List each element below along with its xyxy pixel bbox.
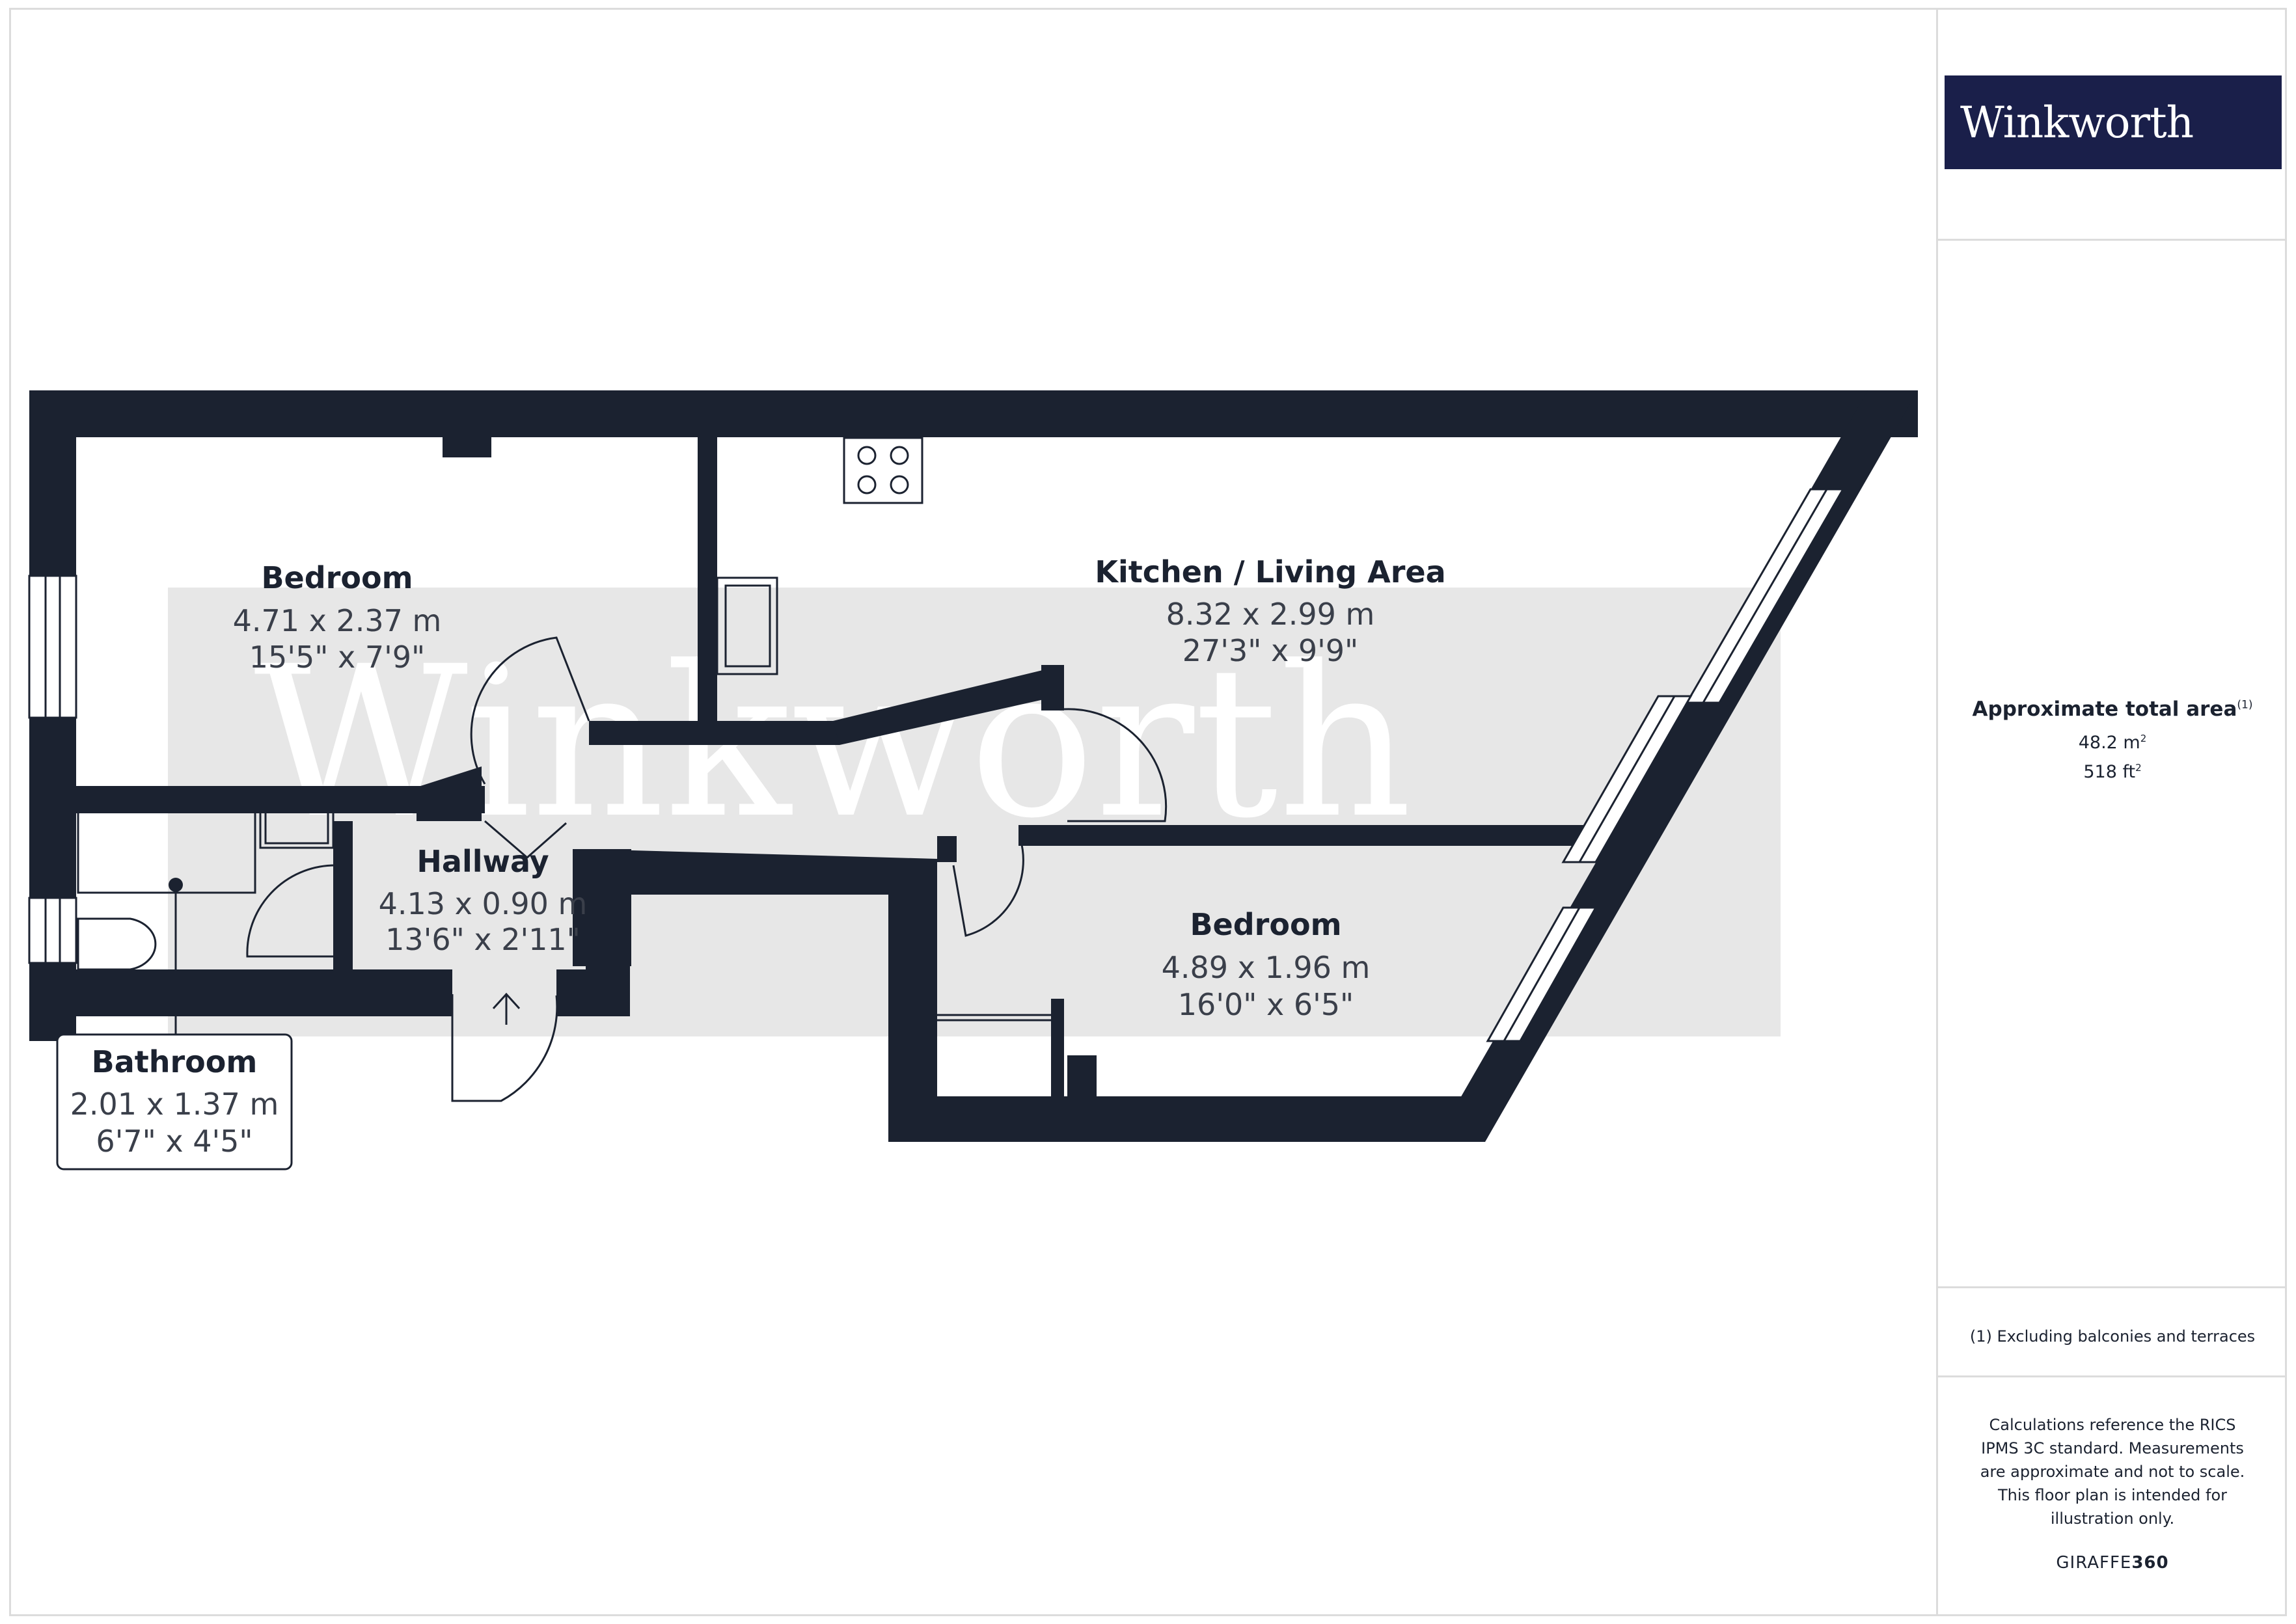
room-label-bathroom: Bathroom 2.01 x 1.37 m 6'7" x 4'5" <box>70 1044 279 1159</box>
diagonal-windows <box>1486 488 1845 1042</box>
svg-text:Bedroom: Bedroom <box>261 560 413 595</box>
svg-text:Bathroom: Bathroom <box>92 1044 258 1079</box>
divider <box>1938 1286 2287 1288</box>
software-brand: GIRAFFE360 <box>2056 1553 2169 1573</box>
svg-text:Kitchen / Living Area: Kitchen / Living Area <box>1095 554 1445 589</box>
logo-text: Winkworth <box>1960 97 2194 148</box>
area-footnote: (1) Excluding balconies and terraces <box>1969 1327 2256 1346</box>
left-windows <box>28 575 77 964</box>
room-label-bedroom-1: Bedroom 4.71 x 2.37 m 15'5" x 7'9" <box>233 560 442 675</box>
divider <box>1938 239 2287 241</box>
room-label-hallway: Hallway 4.13 x 0.90 m 13'6" x 2'11" <box>379 844 588 957</box>
bathroom-callout-box <box>56 1033 293 1171</box>
room-label-kitchen: Kitchen / Living Area 8.32 x 2.99 m 27'3… <box>1095 554 1445 668</box>
total-area-title: Approximate total area(1) <box>1972 697 2253 721</box>
svg-text:13'6" x 2'11": 13'6" x 2'11" <box>385 922 581 957</box>
page-frame <box>9 8 2287 1616</box>
disclaimer-text: Calculations reference the RICS IPMS 3C … <box>1980 1416 2245 1528</box>
agency-logo: Winkworth <box>1945 75 2282 169</box>
fixtures <box>77 437 1051 1022</box>
info-sidebar: Winkworth Approximate total area(1) 48.2… <box>1936 8 2287 1616</box>
svg-text:15'5" x 7'9": 15'5" x 7'9" <box>249 640 425 675</box>
svg-text:Bedroom: Bedroom <box>1190 907 1341 942</box>
svg-text:6'7" x 4'5": 6'7" x 4'5" <box>96 1124 253 1159</box>
doors <box>246 636 1168 1102</box>
svg-text:8.32 x 2.99 m: 8.32 x 2.99 m <box>1166 597 1375 632</box>
svg-text:27'3" x 9'9": 27'3" x 9'9" <box>1182 633 1358 668</box>
svg-text:16'0" x 6'5": 16'0" x 6'5" <box>1178 987 1354 1022</box>
total-area-m2: 48.2 m2 <box>2078 733 2147 753</box>
total-area-ft2: 518 ft2 <box>2083 762 2142 782</box>
svg-text:2.01 x 1.37 m: 2.01 x 1.37 m <box>70 1087 279 1122</box>
svg-text:4.13 x 0.90 m: 4.13 x 0.90 m <box>379 886 588 921</box>
svg-text:4.71 x 2.37 m: 4.71 x 2.37 m <box>233 603 442 638</box>
divider <box>1938 1375 2287 1377</box>
room-label-bedroom-2: Bedroom 4.89 x 1.96 m 16'0" x 6'5" <box>1162 907 1371 1022</box>
light-point-icon <box>169 878 183 892</box>
entry-arrow-icon <box>492 992 521 1025</box>
total-area-block: Approximate total area(1) 48.2 m2 518 ft… <box>1938 697 2287 782</box>
svg-text:4.89 x 1.96 m: 4.89 x 1.96 m <box>1162 950 1371 985</box>
svg-text:Hallway: Hallway <box>417 844 549 879</box>
